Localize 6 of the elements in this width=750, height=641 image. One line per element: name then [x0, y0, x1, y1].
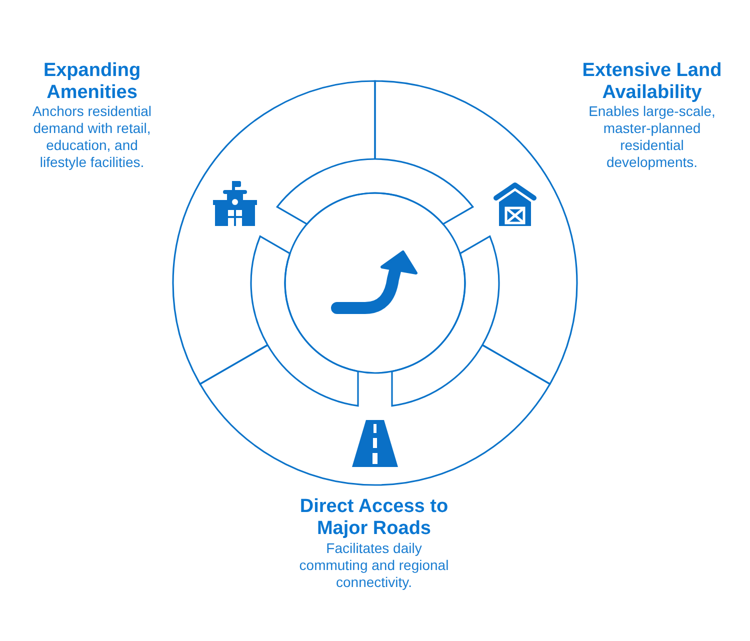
section-description: Anchors residential demand with retail, education, and lifestyle facilities. — [31, 103, 153, 171]
section-heading: Direct Access to Major Roads — [298, 496, 450, 540]
section-heading: Extensive Land Availability — [581, 60, 723, 104]
section-description: Facilitates daily commuting and regional connectivity. — [298, 540, 450, 591]
section-description: Enables large-scale, master-planned residential developments. — [588, 103, 716, 171]
section-heading: Expanding Amenities — [42, 60, 142, 104]
